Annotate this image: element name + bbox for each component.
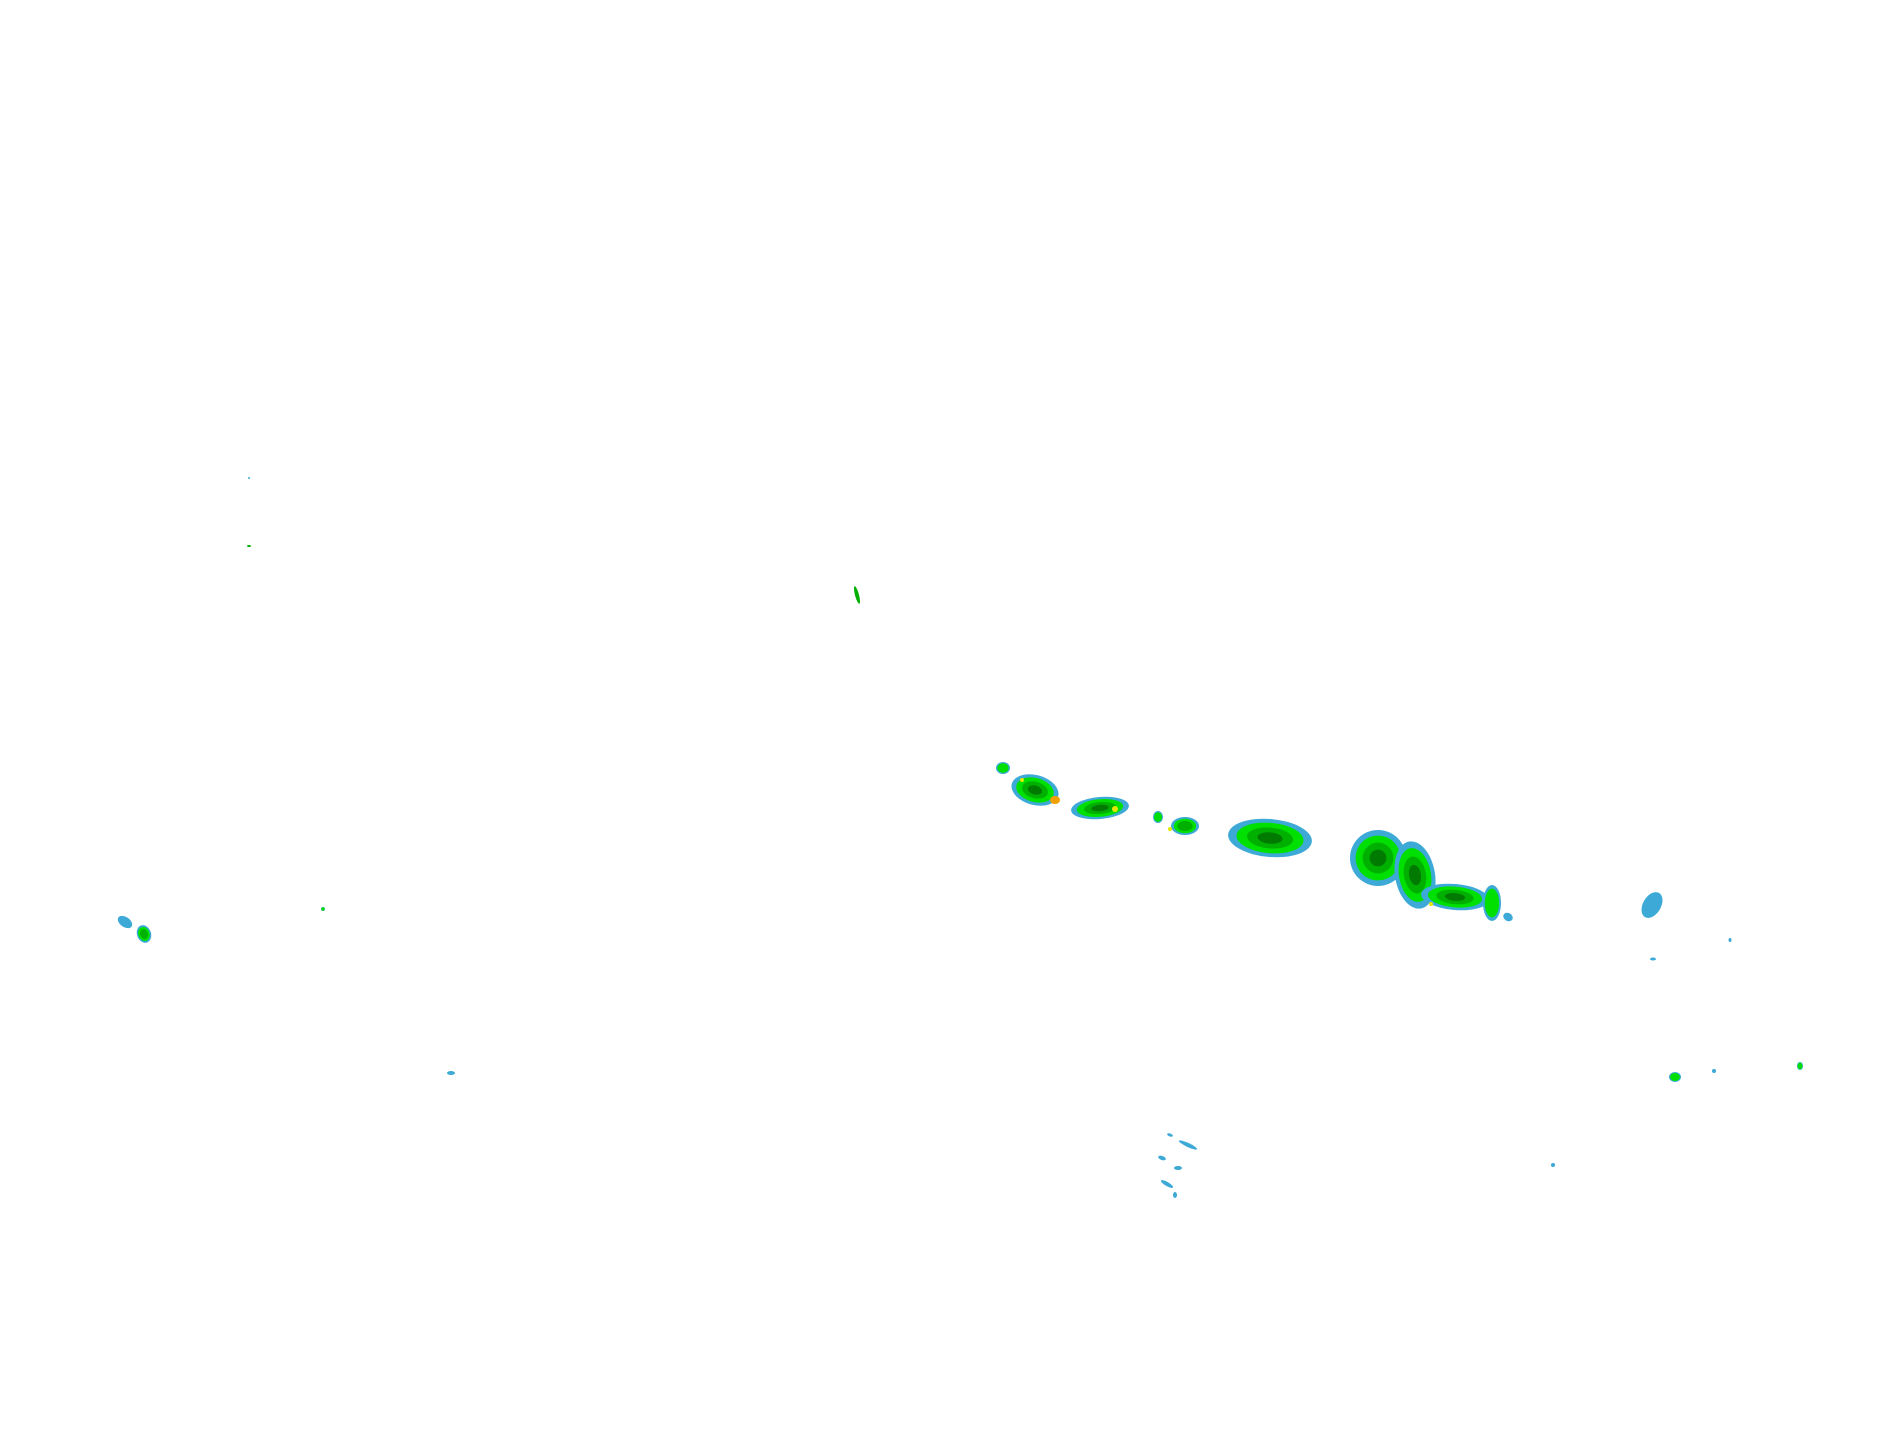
radar-echo-heavy [1444,893,1466,901]
radar-echo-heavy [1257,832,1283,844]
radar-echo-light [1551,1163,1555,1167]
radar-echo-medium [853,586,861,604]
radar-core-intense [1112,806,1118,812]
radar-echo-heavy [1027,785,1043,795]
radar-core-intense [1168,827,1172,831]
radar-echo-medium [140,929,148,939]
radar-echo-light [1174,1166,1182,1170]
radar-echo-medium [247,545,251,547]
radar-echo-heavy [1369,849,1387,867]
radar-core-intense [1429,902,1433,906]
radar-echo-light [248,477,250,479]
radar-echo-light [1160,1180,1174,1188]
radar-echo-moderate [997,763,1009,773]
radar-echo-moderate [1484,888,1500,918]
radar-echo-light [1158,1155,1166,1161]
radar-echo-light [1728,938,1732,942]
radar-echo-heavy [1408,864,1422,886]
radar-echo-light [1641,892,1663,918]
radar-echo-light [117,915,133,929]
radar-echo-heavy [1091,804,1109,812]
radar-echo-light [1173,1192,1177,1198]
radar-echo-light [447,1071,455,1075]
radar-echo-medium [1177,821,1193,831]
radar-echo-light [1503,912,1513,922]
radar-echo-light [1650,957,1656,961]
radar-echo-light [1178,1140,1198,1150]
radar-echo-moderate [1797,1062,1803,1070]
radar-core-severe [1050,796,1060,804]
radar-echo-moderate [1154,812,1162,822]
radar-echo-light [1712,1069,1716,1073]
radar-echo-moderate [321,907,325,911]
radar-echo-light [1167,1133,1173,1137]
radar-echo-moderate [1670,1073,1680,1081]
radar-core-intense [1020,778,1024,782]
